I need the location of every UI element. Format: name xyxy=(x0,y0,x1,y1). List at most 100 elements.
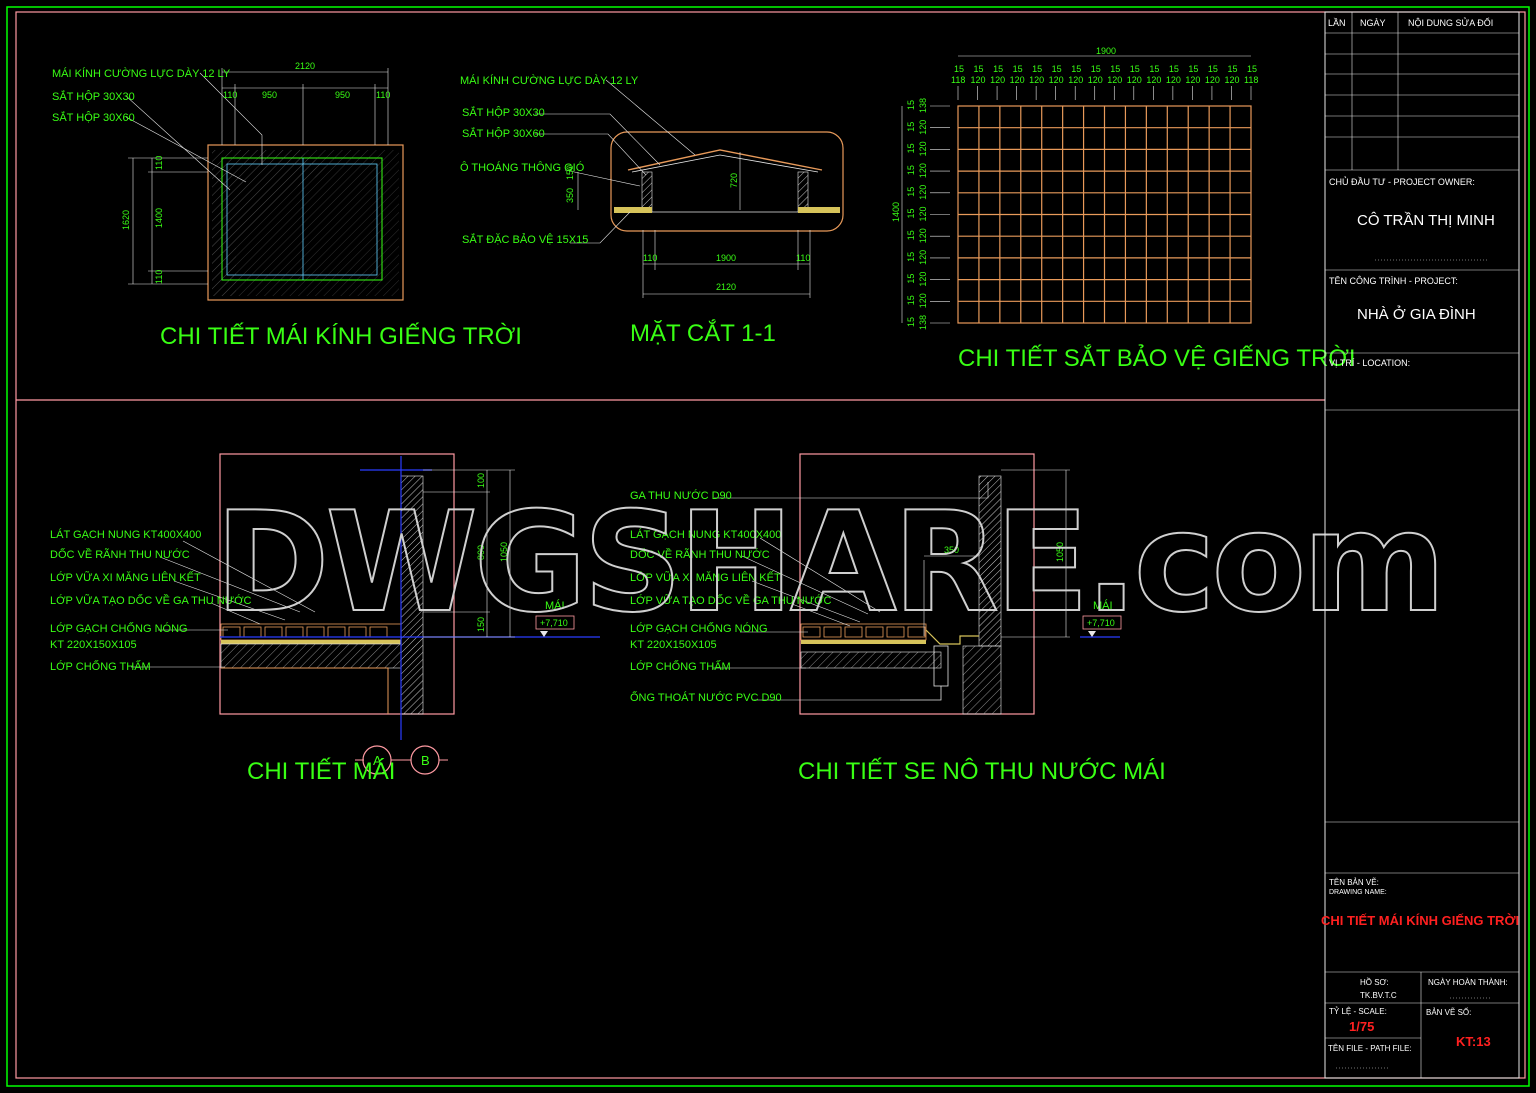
glass-roof-title: CHI TIẾT MÁI KÍNH GIẾNG TRỜI xyxy=(160,322,522,350)
roof-dim-1: 100 xyxy=(476,473,486,488)
section-label-3: SẮT HỘP 30X60 xyxy=(462,127,545,140)
glass-roof-dim-3: 950 xyxy=(335,90,350,100)
grille-detail: 1900 1400 151181512015120151201512015120… xyxy=(891,46,1356,372)
glass-roof-label-3: SẮT HỘP 30X60 xyxy=(52,111,135,124)
gutter-detail: GA THU NƯỚC D90 LÁT GẠCH NUNG KT400X400 … xyxy=(630,453,1166,785)
grille-top-dim-15: 15 xyxy=(1052,64,1062,74)
roof-dim-2: 800 xyxy=(476,545,486,560)
gutter-level-value: +7,710 xyxy=(1087,618,1115,628)
drawing-label: TÊN BẢN VẼ: xyxy=(1329,878,1379,887)
grille-top-dim-120: 120 xyxy=(1088,75,1103,85)
grille-top-dim-120: 120 xyxy=(1010,75,1025,85)
axis-b-label: B xyxy=(421,753,430,768)
grille-left-dim-15: 15 xyxy=(906,165,916,175)
roof-detail-title: CHI TIẾT MÁI xyxy=(247,757,395,785)
gutter-label-3: DỐC VỀ RÃNH THU NƯỚC xyxy=(630,547,770,561)
roof-level-value: +7,710 xyxy=(540,618,568,628)
gutter-label-1: GA THU NƯỚC D90 xyxy=(630,489,732,502)
grille-top-dim-120: 120 xyxy=(971,75,986,85)
grille-left-dim-120: 120 xyxy=(918,228,928,243)
title-block: LẦN NGÀY NỘI DUNG SỬA ĐỔI CHỦ ĐẦU TƯ - P… xyxy=(1321,11,1520,1079)
grille-left-dim-15: 15 xyxy=(906,122,916,132)
grille-top-dim-15: 15 xyxy=(974,64,984,74)
roof-dim-3: 1050 xyxy=(499,542,509,562)
grille-left-dim-120: 120 xyxy=(918,250,928,265)
section-label-2: SẮT HỘP 30X30 xyxy=(462,106,545,119)
glass-roof-dim-7: 110 xyxy=(154,270,164,284)
file-value: TK.BV.T.C xyxy=(1360,991,1397,1000)
grille-top-dim-15: 15 xyxy=(1169,64,1179,74)
grille-top-dim-120: 120 xyxy=(1049,75,1064,85)
grille-top-dim-15: 15 xyxy=(1091,64,1101,74)
gutter-dim-2: 1050 xyxy=(1055,542,1065,562)
drawing-name: CHI TIẾT MÁI KÍNH GIẾNG TRỜI xyxy=(1321,913,1519,928)
watermark: DWGSHARE.com xyxy=(215,482,1442,643)
gutter-level-name: MÁI xyxy=(1093,599,1113,612)
insulation-brick xyxy=(865,626,884,638)
grille-top-dim-15: 15 xyxy=(954,64,964,74)
grille-top-dim-15: 15 xyxy=(1149,64,1159,74)
grille-top-dim-120: 120 xyxy=(1166,75,1181,85)
grille-left-dim-120: 120 xyxy=(918,141,928,156)
path-label: TÊN FILE - PATH FILE: xyxy=(1328,1044,1412,1053)
roof-detail: LÁT GẠCH NUNG KT400X400 DỐC VỀ RÃNH THU … xyxy=(50,453,600,785)
section-dim-2: 150 xyxy=(565,165,575,180)
location-label: VỊ TRÍ - LOCATION: xyxy=(1329,358,1410,368)
grille-top-dim-15: 15 xyxy=(1130,64,1140,74)
scale-label: TỶ LỆ - SCALE: xyxy=(1329,1007,1387,1016)
section-dim-7: 2120 xyxy=(716,282,736,292)
roof-label-4: LỚP VỮA TẠO DỐC VỀ GA THU NƯỚC xyxy=(50,593,252,607)
insulation-brick xyxy=(823,626,842,638)
grille-top-dim-15: 15 xyxy=(1188,64,1198,74)
roof-dim-4: 150 xyxy=(476,617,486,632)
grille-top-dim-15: 15 xyxy=(993,64,1003,74)
grille-left-dim-15: 15 xyxy=(906,208,916,218)
grille-top-dim-120: 120 xyxy=(1224,75,1239,85)
grille-top-dim-120: 120 xyxy=(1068,75,1083,85)
project-name: NHÀ Ở GIA ĐÌNH xyxy=(1357,305,1476,323)
grille-title: CHI TIẾT SẮT BẢO VỆ GIẾNG TRỜI xyxy=(958,343,1356,372)
gutter-label-7: KT 220X150X105 xyxy=(630,639,717,651)
grille-top-dim-120: 120 xyxy=(1107,75,1122,85)
date-label: NGÀY HOÀN THÀNH: xyxy=(1428,978,1508,987)
insulation-brick xyxy=(907,626,926,638)
section-dim-1: 350 xyxy=(565,188,575,203)
glass-roof-plan: MÁI KÍNH CƯỜNG LỰC DÀY 12 LY SẮT HỘP 30X… xyxy=(52,61,522,350)
scale-value: 1/75 xyxy=(1349,1019,1374,1034)
gutter-label-6: LỚP GẠCH CHỐNG NÓNG xyxy=(630,621,768,635)
grille-top-dim-120: 120 xyxy=(1127,75,1142,85)
owner-name: CÔ TRẦN THỊ MINH xyxy=(1357,212,1495,229)
grille-left-dim-120: 138 xyxy=(918,98,928,113)
grille-left-dim-15: 15 xyxy=(906,230,916,240)
owner-label: CHỦ ĐẦU TƯ - PROJECT OWNER: xyxy=(1329,176,1475,187)
grille-top-dim-120: 120 xyxy=(990,75,1005,85)
grille-left-dim-120: 120 xyxy=(918,293,928,308)
grille-left-dim-15: 15 xyxy=(906,295,916,305)
axis-a-label: A xyxy=(373,753,382,768)
grille-top-dim-120: 120 xyxy=(1146,75,1161,85)
grille-left-dim-120: 138 xyxy=(918,315,928,330)
section-label-5: SẮT ĐẶC BẢO VỆ 15X15 xyxy=(462,233,588,246)
grille-top-dim-120: 120 xyxy=(1205,75,1220,85)
grille-top-dim-120: 120 xyxy=(1185,75,1200,85)
glass-roof-dim-total: 2120 xyxy=(295,61,315,71)
grille-left-dim-15: 15 xyxy=(906,100,916,110)
section-dim-4: 110 xyxy=(643,253,657,263)
grille-left-dim-15: 15 xyxy=(906,252,916,262)
roof-label-5: LỚP GẠCH CHỐNG NÓNG xyxy=(50,621,188,635)
sheet-number: KT:13 xyxy=(1456,1034,1491,1049)
grille-left-dim-15: 15 xyxy=(906,187,916,197)
roof-level-name: MÁI xyxy=(545,599,565,612)
glass-roof-dim-2: 950 xyxy=(262,90,277,100)
grille-top-dim-120: 118 xyxy=(951,75,965,85)
grille-left-dim-120: 120 xyxy=(918,163,928,178)
grille-top-dim-15: 15 xyxy=(1110,64,1120,74)
section-dim-3: 720 xyxy=(729,173,739,188)
insulation-brick xyxy=(886,626,905,638)
glass-roof-dim-5: 110 xyxy=(154,156,164,170)
rev-header-no: LẦN xyxy=(1328,18,1346,28)
project-label: TÊN CÔNG TRÌNH - PROJECT: xyxy=(1329,276,1458,286)
grille-top-dim-15: 15 xyxy=(1013,64,1023,74)
grille-left-dim-15: 15 xyxy=(906,317,916,327)
roof-label-2: DỐC VỀ RÃNH THU NƯỚC xyxy=(50,547,190,561)
